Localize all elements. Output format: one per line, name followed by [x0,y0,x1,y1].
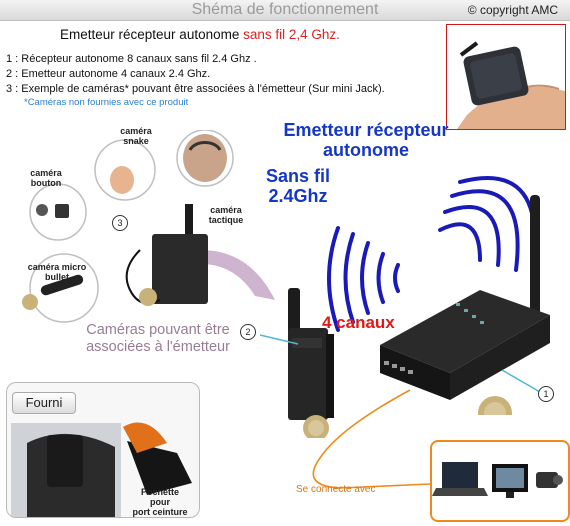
pouch-icon [47,435,83,487]
main-title-highlight: sans fil 2,4 Ghz. [243,27,340,42]
tv-icon [492,464,528,498]
wireless-title: Sans fil 2.4Ghz [248,166,348,206]
page-title: Shéma de fonctionnement [191,1,379,18]
transmitter-device-icon [288,288,334,438]
marker-3: 3 [112,215,128,231]
devices-illustration [432,462,563,498]
laptop-icon [432,462,488,496]
list-item-2: 2 : Emetteur autonome 4 canaux 2.4 Ghz. [6,68,211,80]
list-item-3: 3 : Exemple de caméras* pouvant être ass… [6,83,385,95]
camcorder-icon [536,472,563,488]
hand-holding-receiver-icon [457,41,565,129]
arrow-icon [201,250,275,300]
connect-label: Se connecte avec [296,484,376,495]
receiver-device-icon [380,195,550,415]
radio-waves-icon [327,176,537,332]
camera-button-icon [55,204,69,218]
connection-arrow [312,389,431,489]
wireless-title-line1: Sans fil [265,166,331,186]
marker-1: 1 [538,386,554,402]
marker-2-pointer [259,334,299,345]
supplied-tab: Fourni [12,392,76,414]
pouch-illustration [11,422,192,517]
footnote: *Caméras non fournies avec ce produit [24,97,189,108]
main-title-prefix: Emetteur récepteur autonome [60,27,244,42]
cameras-assoc-text: Caméras pouvant être associées à l'émett… [86,322,230,355]
channels-label: 4 canaux [322,313,395,332]
camera-tactical-icon [188,141,222,151]
camera-bullet-icon [40,274,84,296]
center-title-line2: autonome [322,140,409,160]
camera-snake-icon [110,166,134,194]
main-title: Emetteur récepteur autonome sans fil 2,4… [60,27,340,42]
center-title-line1: Emetteur récepteur [283,120,449,140]
cameras-illustration [22,130,234,323]
center-title: Emetteur récepteur autonome [246,120,486,160]
marker-2: 2 [240,324,256,340]
devices-box [430,440,570,522]
header-bar [0,0,570,21]
marker-1-pointer [501,369,541,393]
copyright-text: © copyright AMC [467,3,558,17]
list-item-1: 1 : Récepteur autonome 8 canaux sans fil… [6,53,257,65]
wireless-title-line2: 2.4Ghz [268,186,328,206]
hand-photo-frame [446,24,566,130]
